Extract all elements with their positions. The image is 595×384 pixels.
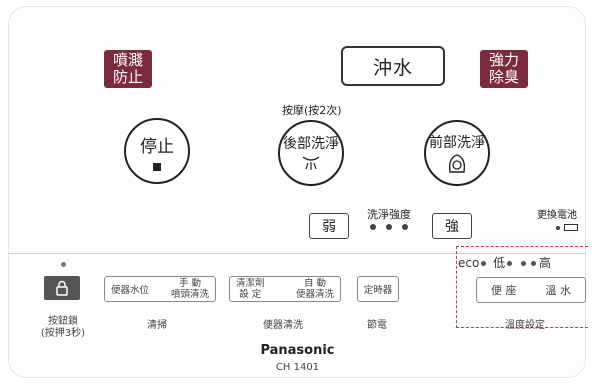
- level-dot: [521, 260, 526, 266]
- detergent-setting-label: 清潔劑 設 定: [236, 278, 265, 300]
- button-lock-button[interactable]: [44, 276, 80, 300]
- cleaning-button[interactable]: 便器水位 手 動 噴頭清洗: [104, 276, 216, 302]
- lock-label-line1: 按鈕鎖: [48, 316, 78, 327]
- seat-label: 便 座: [491, 284, 517, 297]
- bowl-water-level-label: 便器水位: [111, 285, 150, 296]
- brand-logo: Panasonic: [260, 343, 335, 358]
- auto-bowl-clean-label: 自 動 便器清洗: [296, 278, 334, 300]
- auto-bowl-line2: 便器清洗: [295, 289, 334, 300]
- pressure-dot: [370, 224, 376, 230]
- pressure-dot: [386, 224, 392, 230]
- battery-label: 更換電池: [537, 210, 577, 221]
- flush-button[interactable]: 沖水: [341, 46, 445, 86]
- lock-indicator: [61, 262, 66, 267]
- rear-spray-icon: [302, 156, 320, 170]
- level-dot: [481, 260, 487, 266]
- detergent-line2: 設 定: [239, 289, 262, 300]
- front-wash-button[interactable]: 前部洗淨: [424, 120, 490, 186]
- deodorize-button[interactable]: 強力 除臭: [480, 50, 528, 88]
- model-number: CH 1401: [275, 362, 320, 373]
- spray-label-line2: 防止: [112, 68, 143, 86]
- low-label: 低: [493, 256, 506, 270]
- level-dot: [531, 260, 536, 266]
- nozzle-clean-line2: 噴頭清洗: [170, 289, 209, 300]
- temperature-button[interactable]: 便 座 溫 水: [476, 277, 586, 303]
- lock-label: 按鈕鎖 (按押3秒): [32, 316, 94, 340]
- section-divider: [8, 253, 586, 254]
- warm-water-label: 溫 水: [545, 284, 572, 297]
- power-save-group-label: 節電: [367, 320, 387, 331]
- front-spray-icon: [448, 154, 466, 173]
- stop-icon: [153, 162, 161, 171]
- rear-wash-button[interactable]: 後部洗淨: [278, 120, 344, 186]
- lock-label-line2: (按押3秒): [40, 328, 86, 339]
- bowl-clean-group-label: 便器清洗: [263, 320, 303, 331]
- stop-label: 停止: [140, 136, 174, 157]
- high-label: 高: [539, 256, 552, 270]
- strong-label: 強: [445, 219, 459, 235]
- temperature-level-indicator: eco 低 高: [458, 254, 551, 271]
- massage-note: 按摩(按2次): [282, 104, 342, 117]
- bowl-clean-button[interactable]: 清潔劑 設 定 自 動 便器清洗: [229, 276, 341, 302]
- timer-button[interactable]: 定時器: [357, 276, 399, 302]
- temperature-group-label: 溫度設定: [505, 320, 545, 331]
- spray-prevention-button[interactable]: 噴濺 防止: [104, 50, 152, 88]
- spray-label-line1: 噴濺: [112, 51, 143, 69]
- rear-wash-label: 後部洗淨: [283, 136, 339, 152]
- battery-indicator: [556, 226, 560, 230]
- temperature-setting-outline: [456, 246, 588, 328]
- pressure-weak-button[interactable]: 弱: [309, 213, 349, 239]
- pressure-strong-button[interactable]: 強: [432, 213, 472, 239]
- nozzle-clean-label: 手 動 噴頭清洗: [171, 278, 209, 300]
- nozzle-clean-line1: 手 動: [178, 278, 201, 289]
- battery-icon: [564, 224, 578, 231]
- deodorize-label-line2: 除臭: [488, 68, 519, 86]
- deodorize-label-line1: 強力: [488, 51, 519, 69]
- stop-button[interactable]: 停止: [124, 118, 190, 184]
- timer-label: 定時器: [363, 285, 393, 296]
- pressure-label: 洗淨強度: [367, 208, 411, 221]
- flush-label: 沖水: [372, 56, 413, 79]
- cleaning-group-label: 清掃: [147, 320, 167, 331]
- weak-label: 弱: [322, 219, 336, 235]
- auto-bowl-line1: 自 動: [303, 278, 326, 289]
- level-dot: [507, 260, 513, 266]
- detergent-line1: 清潔劑: [236, 278, 265, 289]
- front-wash-label: 前部洗淨: [429, 135, 485, 151]
- lock-icon: [56, 280, 68, 296]
- pressure-dot: [402, 224, 408, 230]
- eco-label: eco: [458, 256, 480, 270]
